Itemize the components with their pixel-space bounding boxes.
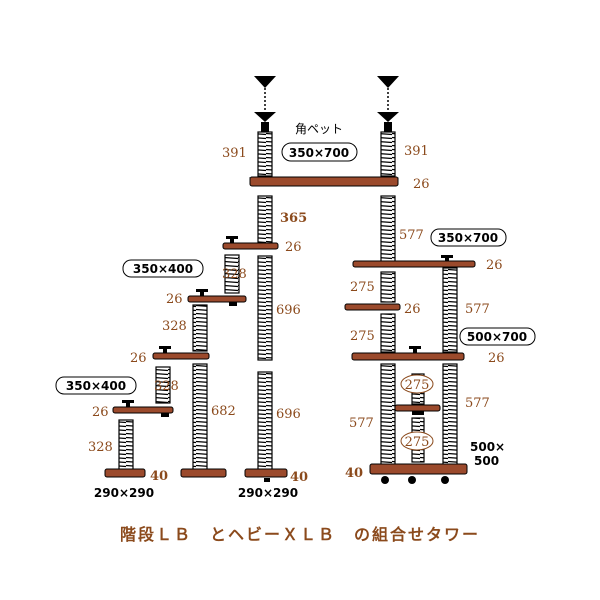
right-base-size-line2: 500 <box>474 454 499 468</box>
dim-right-upper-pole: 577 <box>399 228 424 243</box>
dim-center-top-pole: 391 <box>222 146 247 161</box>
dim-right-outer-pole-lower: 577 <box>465 396 490 411</box>
board-left-step1 <box>187 295 247 303</box>
caption: 階段ＬＢ とヘビーＸＬＢ の組合せタワー <box>120 525 480 544</box>
right-middle-size: 500×700 <box>467 330 527 344</box>
pole-left-step4 <box>118 419 134 471</box>
dim-right-middle-board: 26 <box>488 351 505 366</box>
dim-left-step1-board: 26 <box>166 292 183 307</box>
base-left-1 <box>104 468 146 478</box>
pole-right-outer-upper <box>442 267 458 353</box>
board-right-circled <box>394 404 441 412</box>
dim-left-step3-pole: 328 <box>154 379 179 394</box>
dim-center-step-board: 26 <box>285 240 302 255</box>
boards <box>104 176 476 478</box>
circle-right-2 <box>400 431 434 451</box>
size-box-right-middle <box>459 327 536 346</box>
dim-center-pole-lower: 696 <box>276 407 301 422</box>
pole-right-outer-lower <box>442 363 458 467</box>
pole-left-step2 <box>192 304 208 352</box>
pole-center-top <box>257 131 273 177</box>
dim-center-step-height: 365 <box>280 211 307 226</box>
base-right <box>369 463 468 475</box>
size-box-left-lower <box>55 376 137 395</box>
dim-right-circled-1: 275 <box>405 378 430 393</box>
dim-left-step2-board: 26 <box>130 351 147 366</box>
base-center <box>244 468 288 478</box>
adjusters <box>122 236 453 484</box>
ceiling-fitting-right <box>377 76 399 132</box>
center-base-size: 290×290 <box>238 486 298 500</box>
dim-left-step4-pole: 328 <box>88 440 113 455</box>
dim-center-base: 40 <box>290 470 308 485</box>
dim-left-step2-pole: 328 <box>162 319 187 334</box>
pole-right-top <box>380 131 396 177</box>
dim-left-step1-pole: 328 <box>222 267 247 282</box>
ceiling-fitting-left <box>254 76 276 132</box>
board-center-step <box>222 242 279 250</box>
board-top-main <box>249 176 399 187</box>
board-left-step3 <box>112 406 174 414</box>
circle-right-1 <box>400 374 434 394</box>
board-right-middle <box>351 352 465 361</box>
size-box-top <box>281 142 358 162</box>
dimension-numbers: 391 391 26 365 26 696 696 40 328 26 328 … <box>88 144 505 485</box>
pole-center-upper <box>257 255 273 361</box>
dim-right-base: 40 <box>345 466 363 481</box>
dim-center-pole-upper: 696 <box>276 303 301 318</box>
pole-left-step1 <box>224 254 240 294</box>
right-upper-size: 350×700 <box>438 231 498 245</box>
pole-right-small-1 <box>380 271 396 303</box>
pole-right-lower <box>380 363 396 467</box>
left-step-lower-size: 350×400 <box>66 379 126 393</box>
pole-right-small-2 <box>380 313 396 353</box>
top-board-size: 350×700 <box>289 146 349 160</box>
dim-right-upper-board: 26 <box>486 258 503 273</box>
dim-right-top-pole: 391 <box>404 144 429 159</box>
dim-right-small-board: 26 <box>404 302 421 317</box>
right-base-size-line1: 500× <box>470 440 505 454</box>
dim-top-board: 26 <box>413 177 430 192</box>
board-right-small <box>344 303 401 311</box>
base-left-2 <box>180 468 227 478</box>
dim-right-circled-2: 275 <box>405 435 430 450</box>
pole-left-step3 <box>155 366 171 404</box>
left-step-upper-size: 350×400 <box>133 262 193 276</box>
pole-center-lower <box>257 371 273 471</box>
dim-left-step3-board: 26 <box>92 405 109 420</box>
pole-center-step <box>257 195 273 249</box>
top-board-name: 角ペット <box>295 122 343 136</box>
size-box-left-upper <box>122 259 204 278</box>
size-labels: 350×700 角ペット 350×400 350×400 350×700 500… <box>55 122 536 500</box>
dim-right-lower-pole: 577 <box>349 416 374 431</box>
left-base-size: 290×290 <box>94 486 154 500</box>
poles <box>118 131 458 471</box>
dim-right-small-pole-2: 275 <box>350 329 375 344</box>
pole-left-inner <box>192 363 208 471</box>
dim-left-base: 40 <box>150 469 168 484</box>
dim-left-inner-pole: 682 <box>211 404 236 419</box>
size-box-right-upper <box>430 228 507 247</box>
pole-right-upper <box>380 195 396 263</box>
dim-right-outer-pole-upper: 577 <box>465 302 490 317</box>
board-left-step2 <box>152 352 210 360</box>
board-right-upper <box>352 260 476 268</box>
dim-right-small-pole-1: 275 <box>350 280 375 295</box>
